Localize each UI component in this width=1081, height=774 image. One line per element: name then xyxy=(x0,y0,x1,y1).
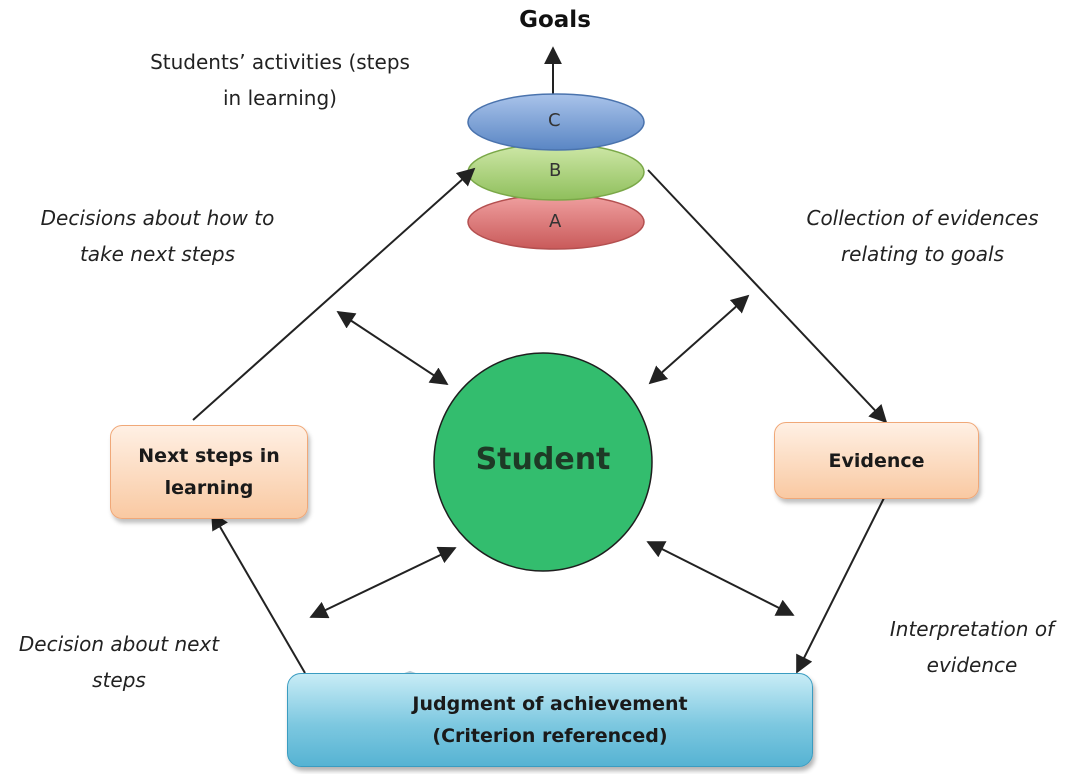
decisions-how-line1: Decisions about how to xyxy=(40,206,275,230)
decisions-how-line2: take next steps xyxy=(79,242,236,266)
collection-label: Collection of evidences relating to goal… xyxy=(775,200,1070,272)
next-steps-line1: Next steps in xyxy=(138,445,280,467)
spoke-upper-left xyxy=(336,311,449,385)
edge-next-to-goals xyxy=(192,167,476,421)
collection-line2: relating to goals xyxy=(840,242,1005,266)
evidence-label: Evidence xyxy=(828,449,925,472)
edge-goals-to-evidence xyxy=(647,169,888,424)
decision-next-line2: steps xyxy=(92,668,146,692)
judgment-line2: (Criterion referenced) xyxy=(432,725,668,747)
disc-a-label: A xyxy=(549,211,562,232)
interpretation-label: Interpretation of evidence xyxy=(872,611,1072,683)
goals-title: Goals xyxy=(519,7,591,33)
spoke-lower-right xyxy=(646,541,795,616)
spoke-lower-left xyxy=(309,546,457,619)
interpretation-line1: Interpretation of xyxy=(889,617,1055,641)
next-steps-node: Next steps in learning xyxy=(110,425,308,519)
next-steps-line2: learning xyxy=(164,477,254,499)
goal-discs xyxy=(467,93,645,250)
disc-c-label: C xyxy=(548,110,561,131)
judgment-line1: Judgment of achievement xyxy=(412,693,688,715)
edge-evidence-to-judgment xyxy=(796,495,886,674)
activities-label: Students’ activities (steps in learning) xyxy=(110,44,450,116)
decision-next-label: Decision about next steps xyxy=(0,626,238,698)
disc-c xyxy=(467,93,645,151)
student-label: Student xyxy=(475,442,611,477)
interpretation-line2: evidence xyxy=(926,653,1018,677)
spoke-upper-right xyxy=(648,294,750,385)
decision-next-line1: Decision about next xyxy=(18,632,220,656)
judgment-node: Judgment of achievement (Criterion refer… xyxy=(287,673,813,767)
activities-label-line1: Students’ activities (steps xyxy=(150,50,410,74)
student-circle xyxy=(433,352,653,572)
collection-line1: Collection of evidences xyxy=(806,206,1039,230)
disc-b-label: B xyxy=(549,160,562,181)
decisions-how-label: Decisions about how to take next steps xyxy=(10,200,305,272)
activities-label-line2: in learning) xyxy=(223,86,337,110)
edge-judgment-to-next xyxy=(211,511,306,674)
evidence-node: Evidence xyxy=(774,422,979,499)
